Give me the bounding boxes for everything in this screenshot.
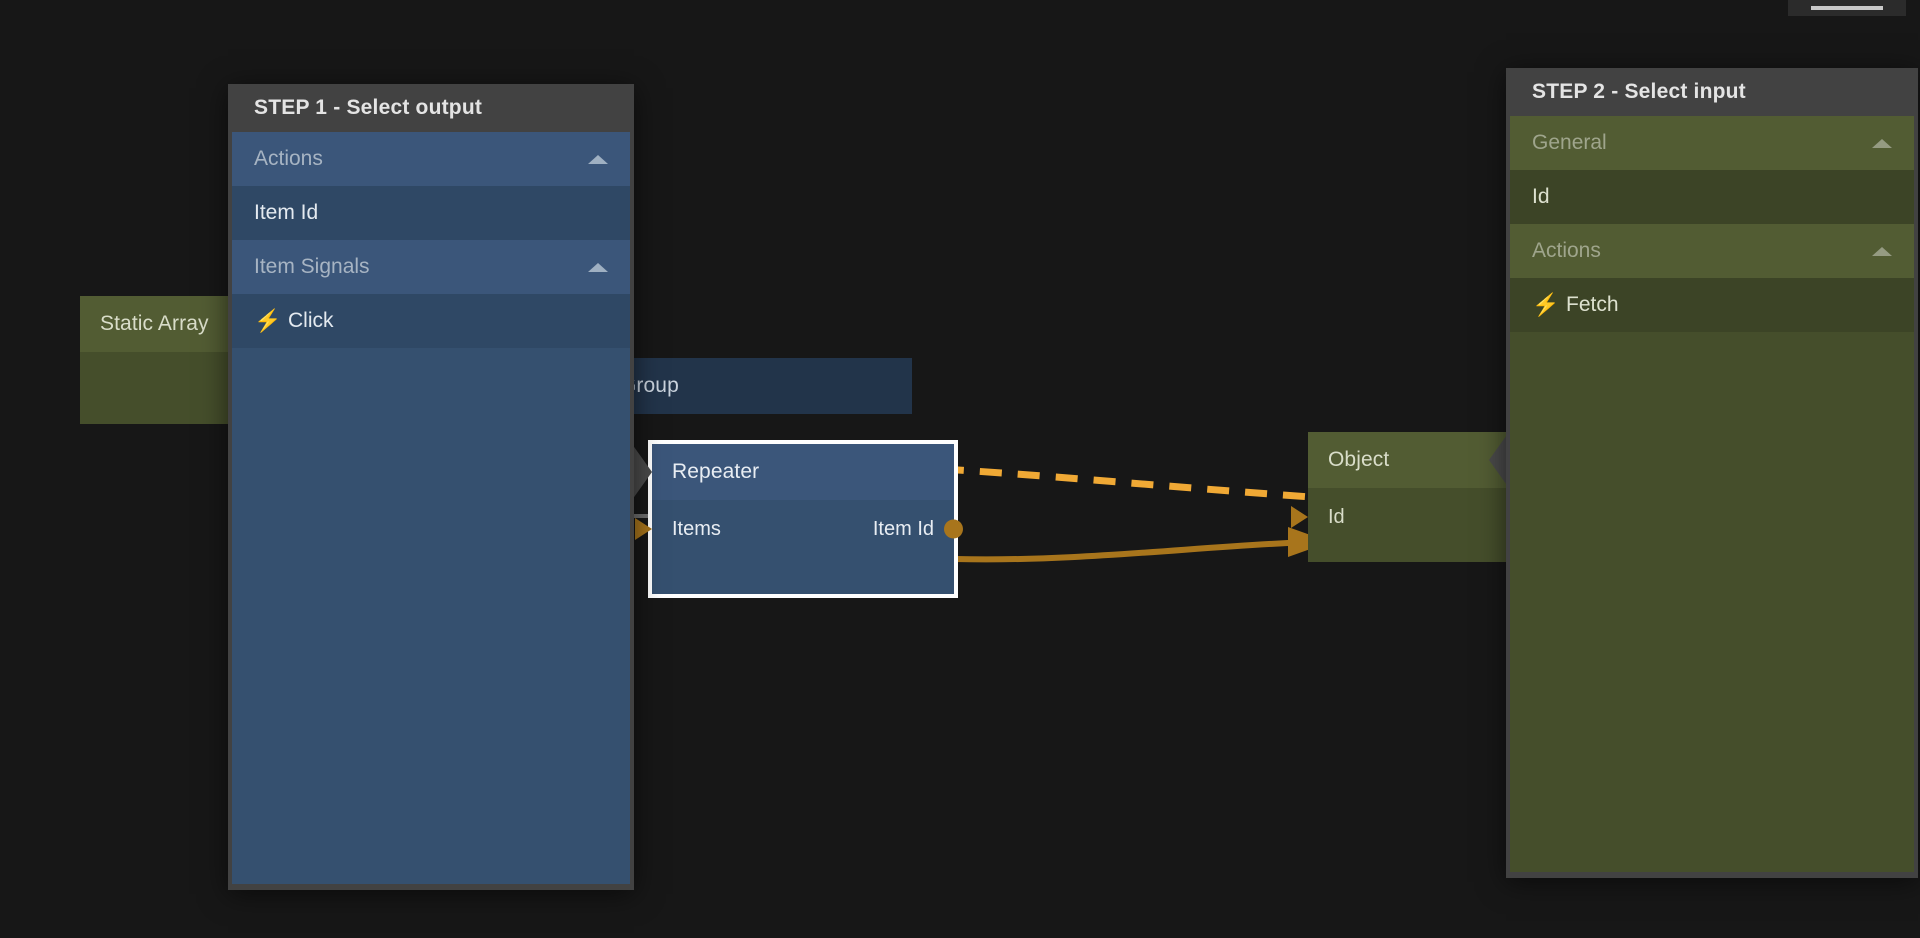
chevron-up-icon[interactable] [588, 262, 608, 272]
port-repeater-itemid-out[interactable] [944, 519, 963, 539]
node-object-title: Object [1308, 432, 1508, 488]
step-1-item-click[interactable]: ⚡ Click [232, 294, 630, 348]
port-repeater-items-in-arrow[interactable] [635, 518, 652, 540]
node-group-title: Group [600, 358, 912, 414]
node-repeater-itemid-label: Item Id [872, 517, 934, 540]
lightning-bolt-icon: ⚡ [1532, 292, 1560, 317]
chevron-up-icon[interactable] [588, 154, 608, 164]
node-object-output-tab [1489, 432, 1509, 488]
menu-bar-icon [1811, 6, 1883, 10]
step-1-group-item-signals[interactable]: Item Signals [232, 240, 630, 294]
node-repeater-body: Items Item Id [635, 500, 963, 594]
step-1-item-click-label: Click [288, 309, 334, 332]
node-repeater-title: Repeater [652, 444, 954, 500]
node-group[interactable]: Group [600, 358, 912, 420]
data-wire-path [952, 539, 1313, 563]
step-1-list[interactable]: Actions Item Id Item Signals ⚡ Click [232, 132, 630, 884]
node-object[interactable]: Object Id [1291, 432, 1509, 562]
node-object-id-label: Id [1328, 505, 1345, 528]
step-2-item-id-label: Id [1532, 185, 1550, 208]
step-2-item-id[interactable]: Id [1510, 170, 1914, 224]
step-1-title: STEP 1 - Select output [228, 84, 634, 132]
node-repeater-input-tab [632, 444, 652, 500]
step-2-group-actions-label: Actions [1532, 239, 1601, 262]
step-2-item-fetch-label: Fetch [1566, 293, 1619, 316]
step-1-item-item-id[interactable]: Item Id [232, 186, 630, 240]
node-repeater-row-items[interactable]: Items Item Id [635, 500, 963, 558]
step-1-group-item-signals-label: Item Signals [254, 255, 370, 278]
node-object-body: Id [1291, 488, 1508, 562]
window-menu-button[interactable] [1788, 0, 1906, 16]
node-repeater[interactable]: Repeater Items Item Id [632, 440, 963, 598]
step-2-panel[interactable]: STEP 2 - Select input General Id Actions… [1506, 68, 1918, 878]
step-2-group-general-label: General [1532, 131, 1607, 154]
lightning-bolt-icon: ⚡ [254, 308, 282, 333]
step-2-list[interactable]: General Id Actions ⚡ Fetch [1510, 116, 1914, 872]
step-2-title: STEP 2 - Select input [1506, 68, 1918, 116]
node-object-row-id[interactable]: Id [1291, 488, 1508, 546]
step-2-item-fetch[interactable]: ⚡ Fetch [1510, 278, 1914, 332]
chevron-up-icon[interactable] [1872, 246, 1892, 256]
step-1-group-actions-label: Actions [254, 147, 323, 170]
step-2-group-general[interactable]: General [1510, 116, 1914, 170]
step-1-item-item-id-label: Item Id [254, 201, 319, 224]
port-object-id-in-arrow[interactable] [1291, 506, 1308, 528]
step-1-panel[interactable]: STEP 1 - Select output Actions Item Id I… [228, 84, 634, 890]
chevron-up-icon[interactable] [1872, 138, 1892, 148]
step-2-group-actions[interactable]: Actions [1510, 224, 1914, 278]
step-1-group-actions[interactable]: Actions [232, 132, 630, 186]
node-repeater-items-label: Items [672, 517, 721, 540]
repeater-left-stub [634, 514, 650, 518]
